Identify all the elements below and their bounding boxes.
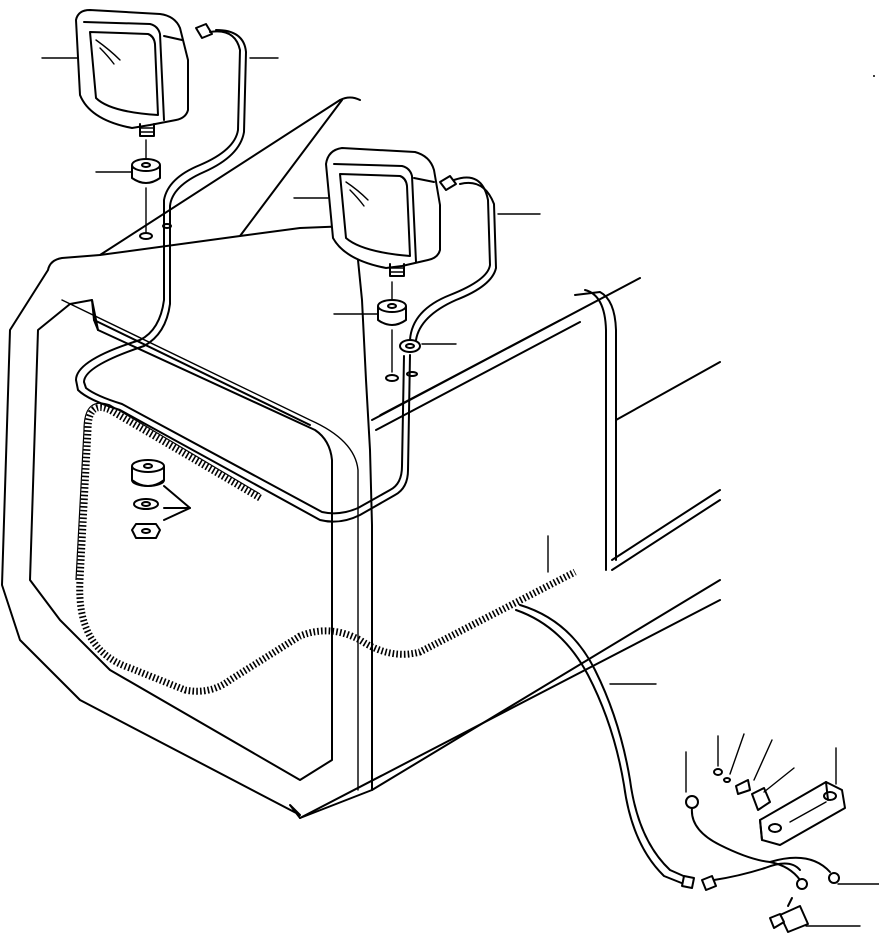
ground-wire xyxy=(685,795,840,890)
main-harness xyxy=(515,604,801,891)
lamp-harness-right xyxy=(409,175,497,341)
switch-bracket xyxy=(759,781,846,846)
lamp-harness-left xyxy=(75,23,411,523)
work-lamp-right xyxy=(325,147,441,382)
callout-leaders xyxy=(41,57,879,927)
convoluted-tube xyxy=(75,402,577,695)
work-lamp-left xyxy=(75,9,189,240)
toggle-switch xyxy=(769,897,809,933)
margin-mark xyxy=(873,75,875,77)
switch-parts xyxy=(713,768,771,811)
loose-hardware xyxy=(131,459,191,539)
